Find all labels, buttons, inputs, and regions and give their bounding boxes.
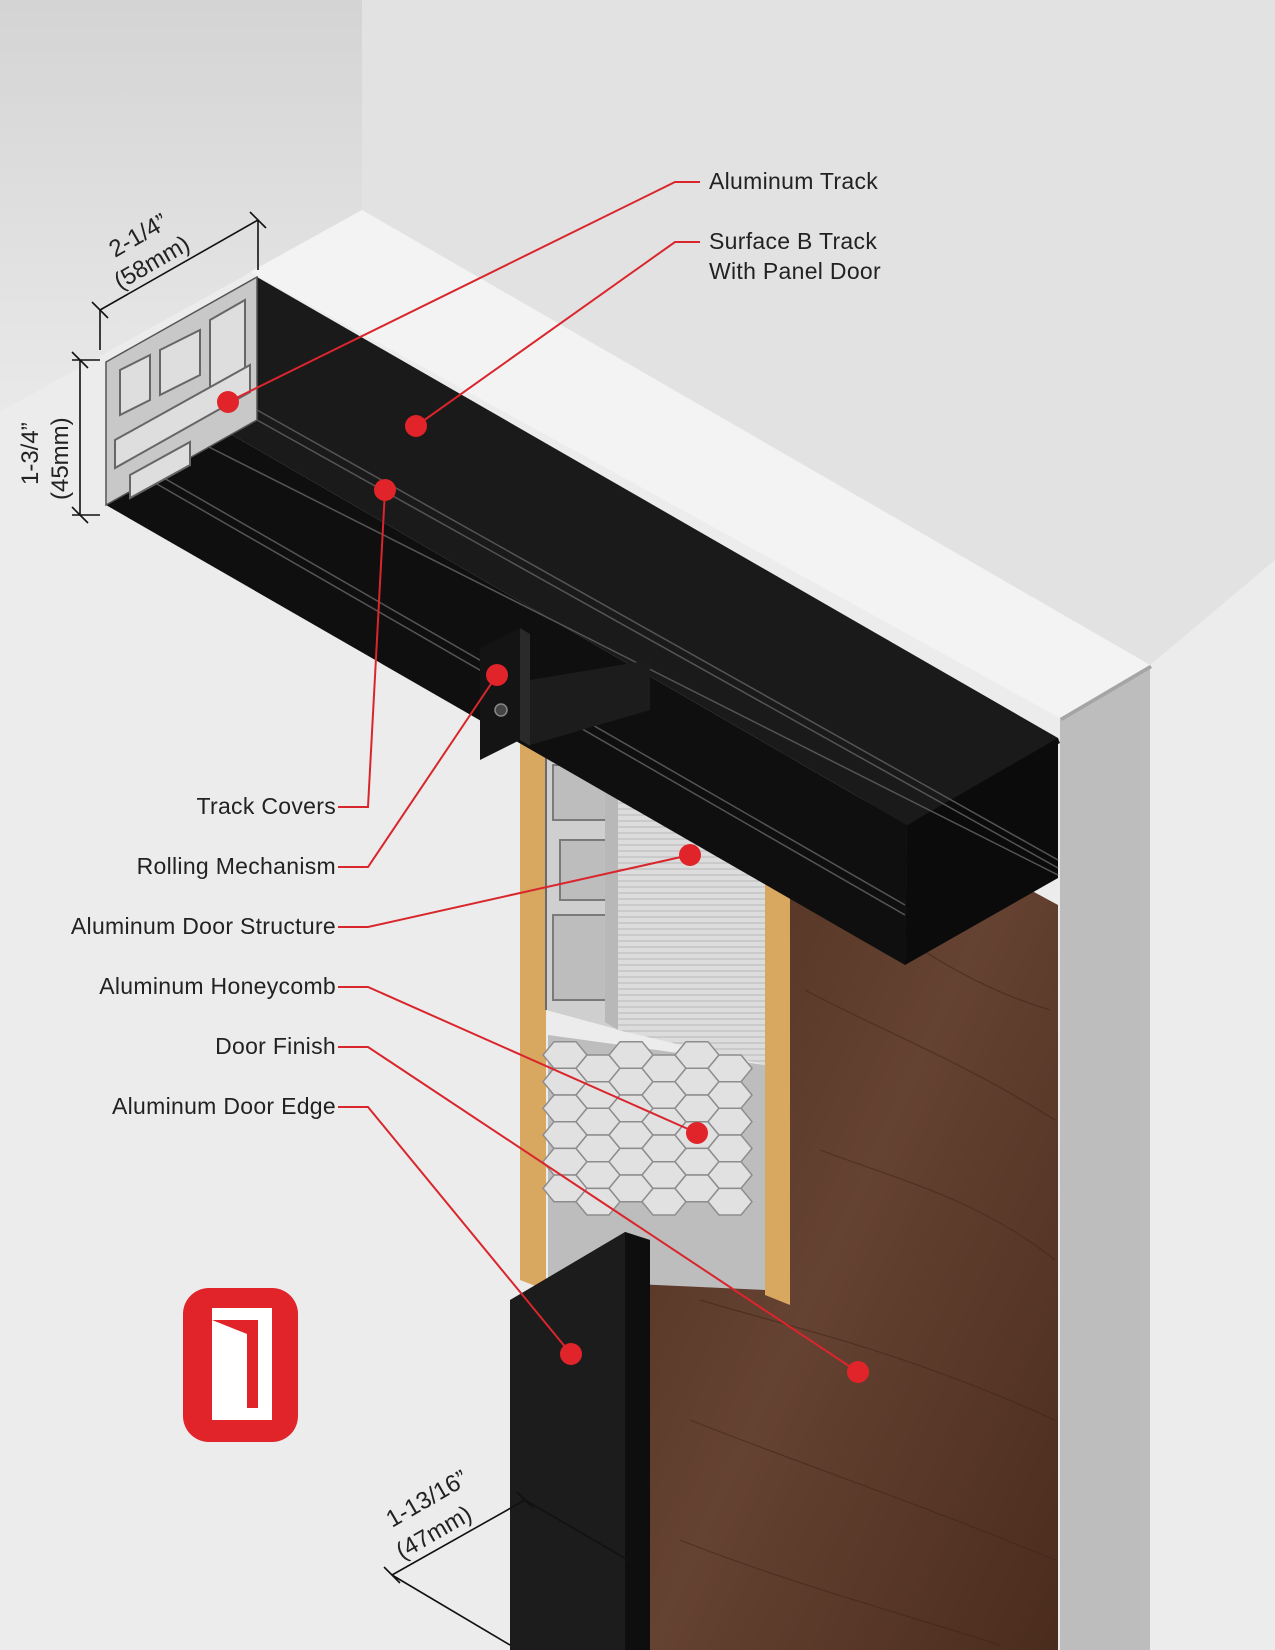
rolling-mechanism-bracket [480,628,650,760]
aluminum-door-edge [510,1232,650,1650]
track-height-line1: 1-3/4” [17,422,44,485]
label-door-finish: Door Finish [215,1033,336,1059]
label-aluminum-door-structure: Aluminum Door Structure [70,913,336,939]
ceiling-soffit [250,210,1152,1650]
label-aluminum-honeycomb: Aluminum Honeycomb [99,973,336,999]
callout-dots [217,391,869,1383]
dot-door-finish [847,1361,869,1383]
dot-rolling-mechanism [486,664,508,686]
label-surface-b-track-line2: With Panel Door [709,258,881,284]
dot-honeycomb [686,1122,708,1144]
label-track-covers: Track Covers [196,793,336,819]
label-aluminum-door-edge: Aluminum Door Edge [111,1093,336,1119]
door-logo-icon [183,1288,298,1442]
dot-door-edge [560,1343,582,1365]
callout-leaders [227,181,859,1373]
aluminum-door-structure-frame [545,745,621,1030]
label-surface-b-track-line1: Surface B Track [709,228,878,254]
dot-surface-b-track [405,415,427,437]
label-rolling-mechanism: Rolling Mechanism [136,853,336,879]
dimension-lines [71,211,641,1646]
aluminum-honeycomb [542,1035,765,1290]
honeycomb-cell [707,1187,753,1216]
track-end-profile [105,275,258,507]
dot-door-structure [679,844,701,866]
label-aluminum-track: Aluminum Track [709,168,879,194]
track-height-line2: (45mm) [47,417,74,500]
dot-track-covers [374,479,396,501]
dot-aluminum-track [217,391,239,413]
